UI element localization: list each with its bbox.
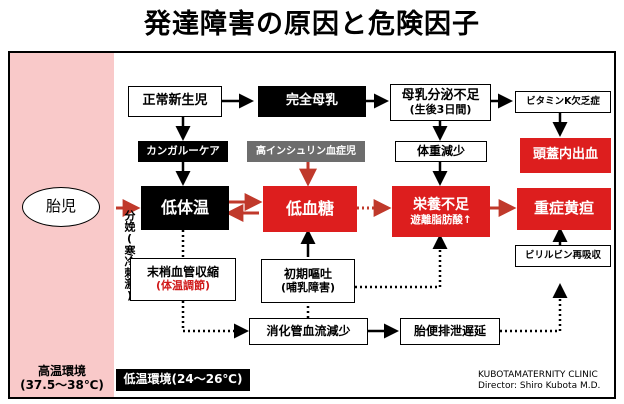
intracranial-hemorrhage-node: 頭蓋内出血 [520, 138, 611, 173]
warm-environment-text: 高温環境 [37, 364, 86, 378]
dotted-vomiting-to-malnutrition [355, 234, 448, 289]
clinic-name: KUBOTAMATERNITY CLINIC [478, 370, 598, 380]
bilirubin-reabsorption-node: ビリルビン再吸収 [515, 245, 611, 267]
malnutrition-text: 栄養不足 [413, 197, 469, 214]
clinic-credit: KUBOTAMATERNITY CLINIC Director: Shiro K… [478, 370, 614, 392]
vitamin-k-deficiency-node: ビタミンK欠乏症 [515, 91, 611, 113]
page-title: 発達障害の原因と危険因子 [144, 9, 480, 40]
hypoglycemia-node: 低血糖 [263, 186, 357, 232]
director-name: Director: Shiro Kubota M.D. [478, 380, 601, 391]
peripheral-constriction-node: 末梢血管収縮 (体温調節) [130, 258, 236, 301]
milk-shortage-text: 母乳分泌不足 [401, 87, 480, 103]
milk-shortage-subtext: (生後3日間) [409, 102, 472, 116]
warm-environment-range: (37.5〜38℃) [20, 378, 104, 393]
early-vomiting-text: 初期嘔吐 [283, 266, 332, 281]
hyperinsulinemia-node: 高インシュリン血症児 [247, 141, 365, 162]
milk-shortage-node: 母乳分泌不足 (生後3日間) [390, 84, 491, 121]
meconium-delay-node: 胎便排泄遅延 [400, 318, 500, 345]
thermoregulation-subtext: (体温調節) [155, 279, 211, 293]
early-vomiting-subtext: (哺乳障害) [280, 280, 336, 294]
early-vomiting-node: 初期嘔吐 (哺乳障害) [261, 259, 355, 303]
dotted-meconium-to-bilirubin [500, 283, 568, 333]
full-breastfeeding-node: 完全母乳 [258, 86, 366, 117]
normal-newborn-node: 正常新生児 [128, 86, 222, 117]
malnutrition-subtext: 遊離脂肪酸↑ [410, 213, 472, 226]
weight-loss-node: 体重減少 [395, 141, 487, 162]
kangaroo-care-node: カンガルーケア [138, 141, 228, 162]
cold-environment-label: 低温環境(24〜26℃) [116, 369, 250, 391]
malnutrition-node: 栄養不足 遊離脂肪酸↑ [392, 186, 490, 237]
peripheral-constriction-text: 末梢血管収縮 [146, 265, 219, 280]
severe-jaundice-node: 重症黄疸 [517, 188, 611, 230]
dotted-constriction-to-gi [181, 301, 249, 339]
hypothermia-node: 低体温 [141, 186, 229, 230]
gi-blood-flow-node: 消化管血流減少 [249, 318, 368, 345]
fetus-node: 胎児 [22, 187, 100, 227]
warm-environment-label: 高温環境 (37.5〜38℃) [10, 364, 114, 393]
